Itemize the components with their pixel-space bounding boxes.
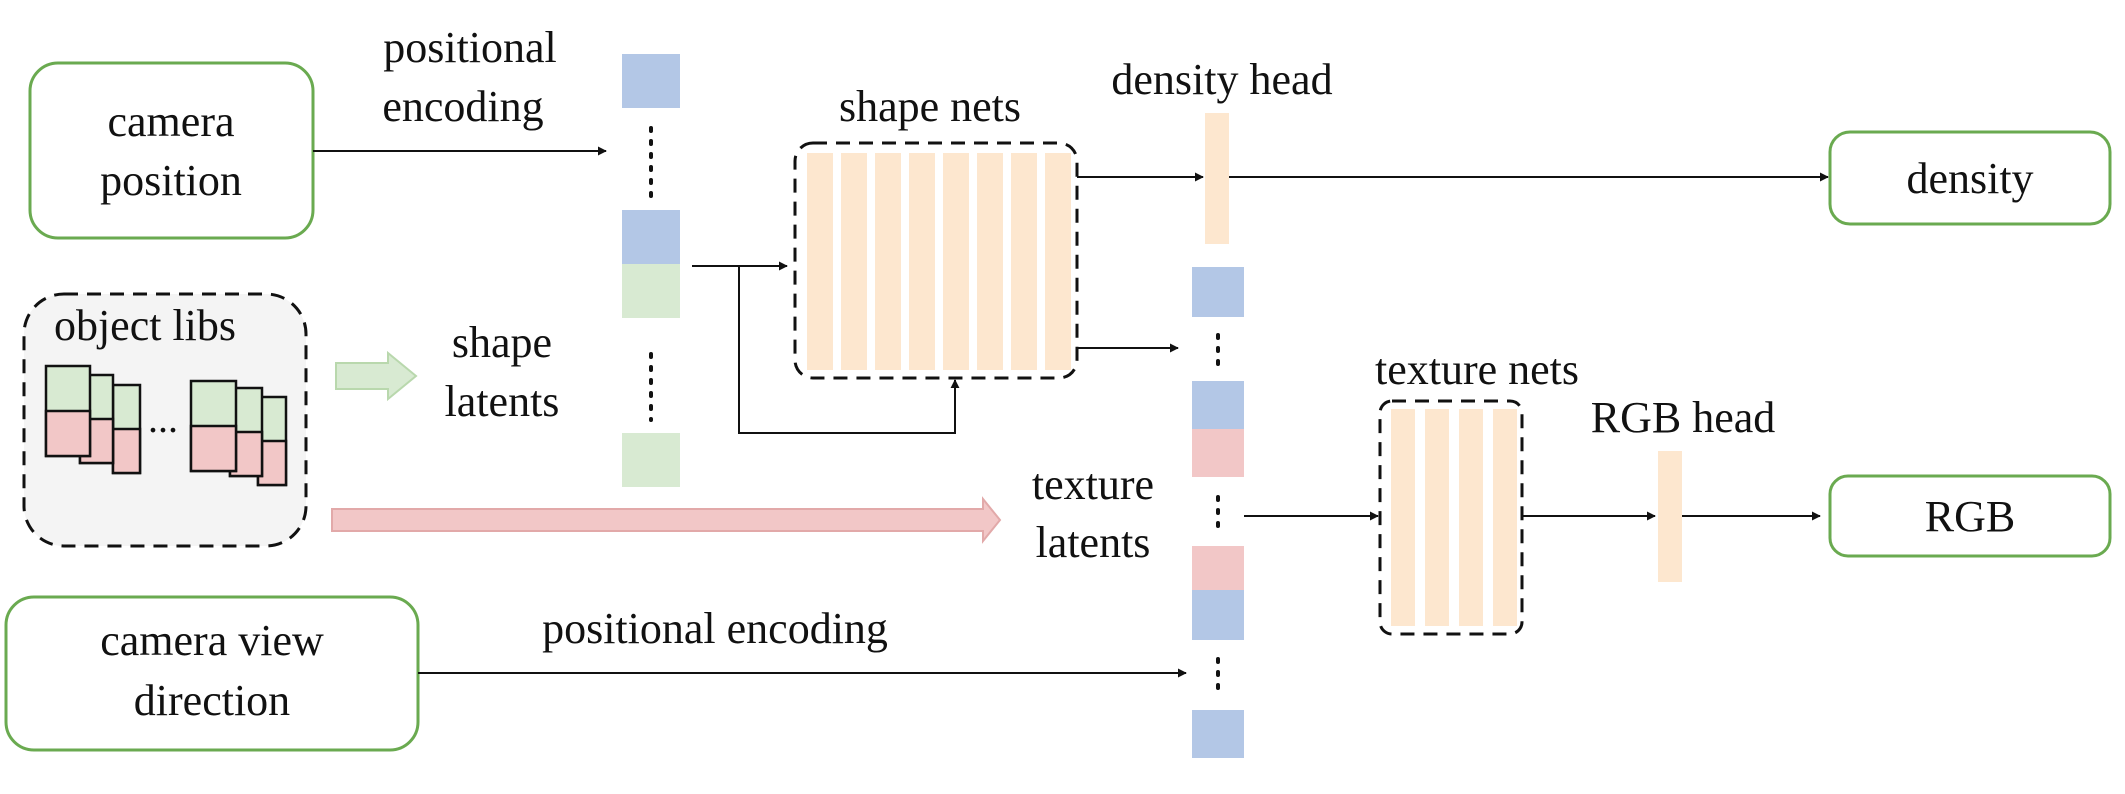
texture-net-layer: [1391, 409, 1415, 626]
texture-net-layer: [1493, 409, 1517, 626]
rgb-head-label: RGB head: [1591, 393, 1776, 442]
texture-latents-label-line2: latents: [1036, 518, 1151, 567]
shape-latent-block-bottom: [622, 433, 680, 487]
direction-encoding-block-top: [1192, 590, 1244, 640]
texture-net-layer: [1459, 409, 1483, 626]
shape-net-layer: [909, 153, 935, 370]
object-libs-label: object libs: [54, 301, 236, 350]
density-label: density: [1906, 154, 2033, 203]
texture-latents-label-line1: texture: [1032, 460, 1154, 509]
feature-block-top: [1192, 267, 1244, 317]
encoding-block-bottom: [622, 210, 680, 264]
shape-nets-label: shape nets: [839, 82, 1021, 131]
object-card-stack-right: [189, 379, 288, 487]
density-node: density: [1828, 130, 2112, 226]
texture-net-layer: [1425, 409, 1449, 626]
shape-net-layer: [977, 153, 1003, 370]
object-card-stack-left: [44, 364, 142, 475]
shape-input-column: [622, 54, 680, 487]
object-libs-group: object libs ...: [22, 292, 308, 548]
shape-net-layer: [1011, 153, 1037, 370]
positional-encoding-top-label-line2: encoding: [382, 82, 543, 131]
shape-net-layer: [807, 153, 833, 370]
texture-nets: [1378, 399, 1524, 636]
rgb-label: RGB: [1925, 492, 2015, 541]
density-head-label: density head: [1111, 55, 1332, 104]
camera-position-label-line2: position: [100, 156, 242, 205]
shape-net-layer: [1045, 153, 1071, 370]
camera-view-direction-label-line1: camera view: [100, 616, 324, 665]
shape-latent-block-top: [622, 264, 680, 318]
arrow-skip-connection: [738, 266, 960, 434]
camera-position-label-line1: camera: [108, 97, 235, 146]
shape-latents-arrow: [335, 350, 418, 402]
direction-encoding-block-bottom: [1192, 710, 1244, 758]
texture-latent-block-top: [1192, 429, 1244, 477]
feature-block-bottom: [1192, 381, 1244, 429]
rgb-head-bar: [1658, 451, 1682, 582]
density-head-bar: [1205, 113, 1229, 244]
shape-net-layer: [875, 153, 901, 370]
texture-nets-label: texture nets: [1375, 345, 1579, 394]
object-libs-ellipsis: ...: [148, 396, 178, 441]
rgb-node: RGB: [1828, 474, 2112, 558]
shape-net-layer: [943, 153, 969, 370]
encoding-block-top: [622, 54, 680, 108]
shape-net-layer: [841, 153, 867, 370]
positional-encoding-top-label-line1: positional: [383, 23, 557, 72]
shape-nets: [793, 141, 1079, 380]
camera-view-direction-label-line2: direction: [134, 676, 290, 725]
positional-encoding-bottom-label: positional encoding: [542, 604, 888, 653]
shape-latents-label-line1: shape: [452, 318, 552, 367]
camera-view-direction-node: camera view direction: [4, 595, 420, 752]
texture-input-column: [1192, 267, 1244, 758]
camera-position-node: camera position: [28, 61, 315, 240]
shape-latents-label-line2: latents: [445, 377, 560, 426]
texture-latents-arrow: [331, 496, 1002, 544]
texture-latent-block-bottom: [1192, 546, 1244, 590]
